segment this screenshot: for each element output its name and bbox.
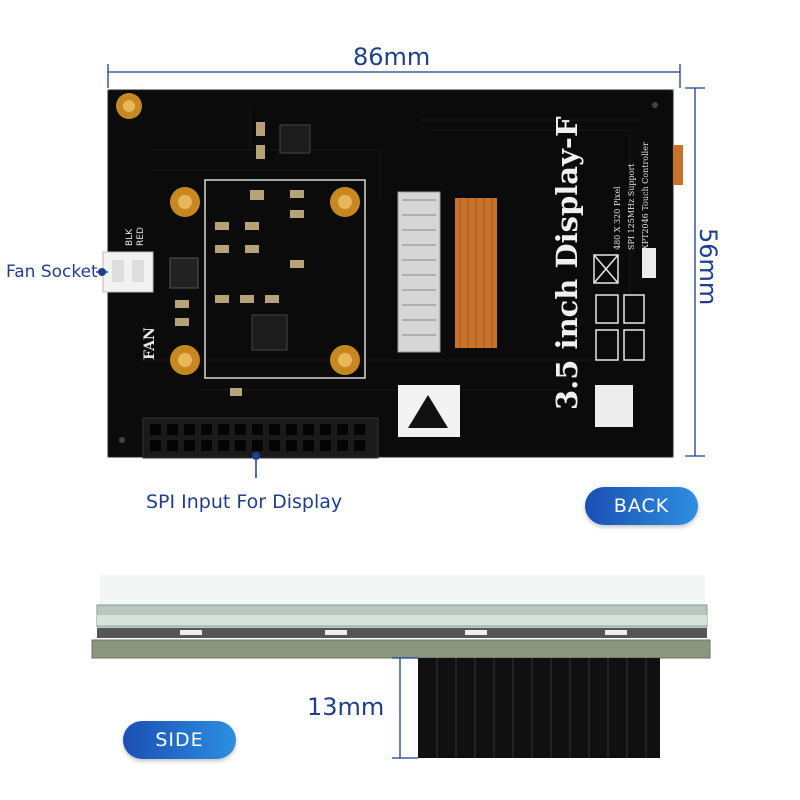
model-silkscreen: 3.5 inch Display-F [550, 116, 584, 410]
width-dimension-line [107, 64, 681, 88]
mounting-hole [116, 93, 360, 375]
height-dimension-line [685, 87, 705, 457]
back-badge: BACK [585, 487, 698, 525]
spec-line-3: XPT2046 Touch Controller [641, 142, 650, 250]
height-label: 56mm [694, 228, 722, 306]
spi-input-label: SPI Input For Display [146, 491, 343, 513]
spec-line-1: 480 X 320 Pixel [613, 186, 622, 250]
fan-socket-pointer [96, 268, 108, 276]
depth-dimension-line [392, 657, 418, 759]
red-silkscreen: RED [136, 227, 146, 246]
side-badge: SIDE [123, 721, 236, 759]
fan-connector [102, 251, 154, 293]
certification-marks [593, 254, 645, 361]
board-side-view [91, 575, 711, 758]
fan-socket-label: Fan Socket [6, 262, 98, 282]
width-label: 86mm [353, 43, 431, 71]
spi-input-pointer [252, 452, 260, 478]
spi-header-pins [142, 417, 379, 459]
blk-silkscreen: BLK [125, 228, 135, 246]
spec-line-2: SPI 125MHz Support [627, 163, 636, 250]
depth-label: 13mm [307, 693, 385, 721]
qr-blank-area [595, 385, 633, 427]
board-back-view: FAN BLK RED 3.5 inch Display-F 480 X 320… [102, 89, 683, 459]
fan-silkscreen: FAN [142, 327, 158, 360]
